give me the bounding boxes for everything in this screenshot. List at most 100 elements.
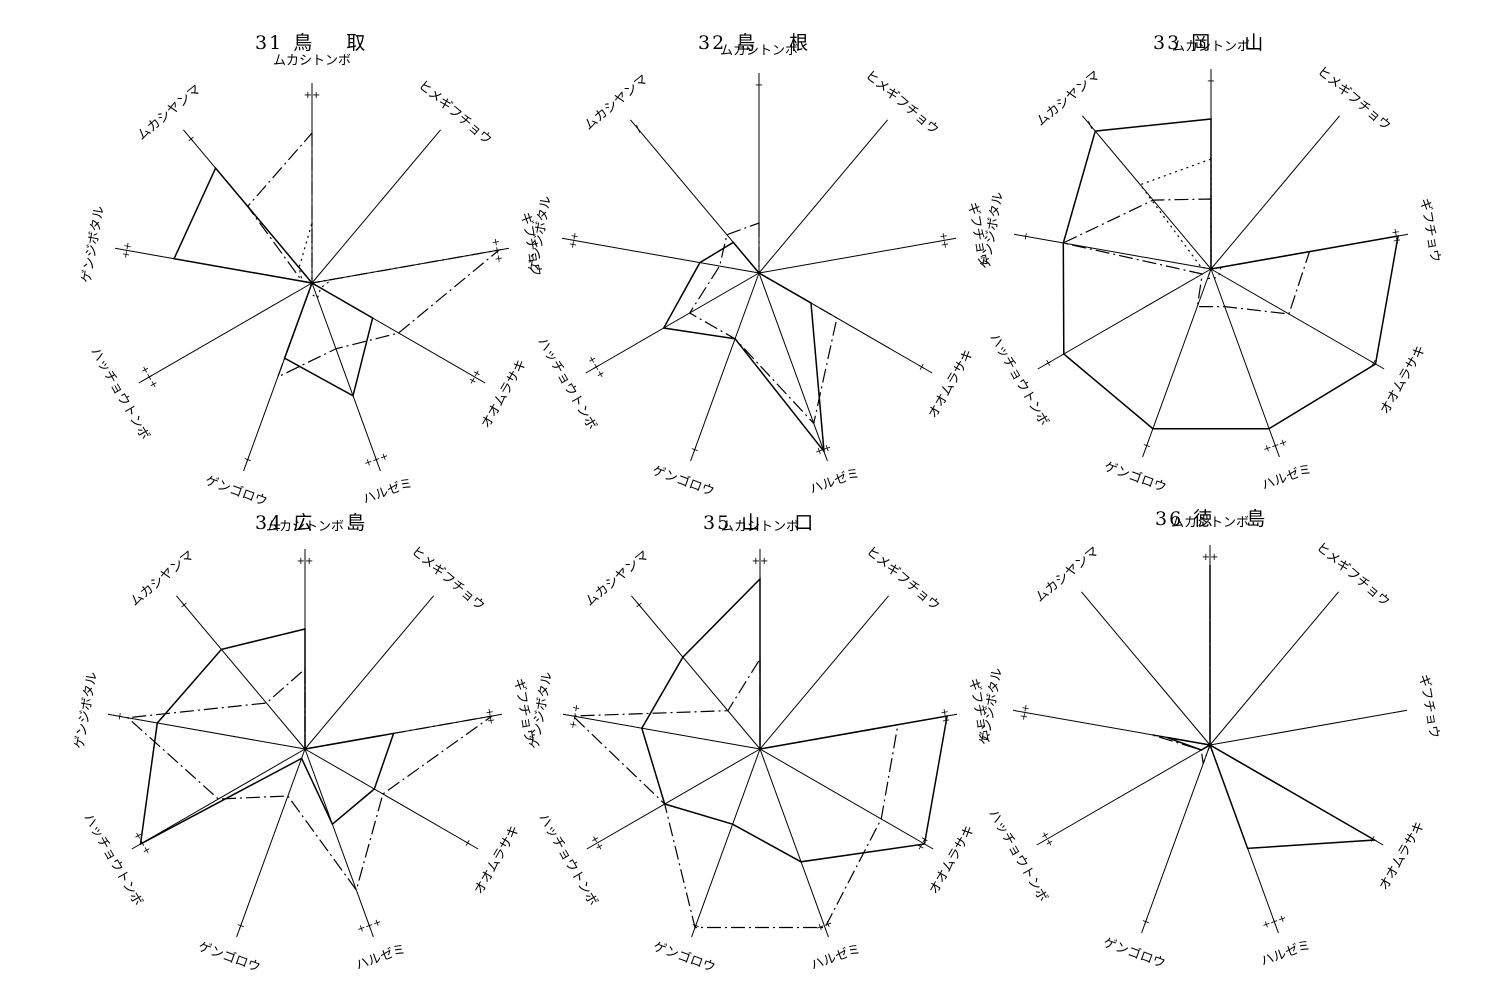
axis-label: ハッチョウトンボ (985, 807, 1050, 905)
axis-label: オオムラサキ (1378, 343, 1429, 417)
series-solid (640, 577, 949, 863)
axis-spoke (1037, 268, 1212, 370)
axis-spoke (304, 748, 374, 938)
axis-label: ギフチョウ (1417, 197, 1443, 264)
axis-label: ハッチョウトンボ (534, 335, 599, 433)
axis-spoke (1210, 268, 1280, 458)
axis-label: ムカシヤンマ (1033, 544, 1102, 606)
radar-panel-34: ムカシトンボ++ヒメギフチョウギフチョウ++オオムラサキ+ハルゼミ+++ゲンゴロ… (72, 520, 536, 976)
axis-label: ハッチョウトンボ (986, 331, 1051, 429)
axis-label: ゲンゴロウ (1102, 458, 1169, 495)
axis-spoke (138, 282, 313, 384)
axis-spoke (759, 595, 889, 750)
axis-mark: ++ (297, 556, 314, 567)
series-solid (173, 166, 374, 397)
axis-spoke (1013, 233, 1212, 270)
axis-label: ヒメギフチョウ (862, 68, 941, 138)
axis-spoke (1209, 709, 1408, 746)
axis-mark: / (634, 124, 644, 135)
axis-mark: +++ (1261, 913, 1288, 932)
axis-mark: + (235, 920, 247, 933)
axis-spoke (311, 282, 381, 472)
axis-mark: + (1020, 231, 1032, 241)
axis-mark: +++ (356, 917, 383, 936)
axis-label: オオムラサキ (926, 347, 977, 421)
radar-panel-31: ムカシトンボ++ヒメギフチョウギフチョウ+++オオムラサキ++ハルゼミ+++ゲン… (79, 54, 543, 510)
axis-mark: + (1140, 916, 1152, 929)
axis-label: ヒメギフチョウ (1314, 64, 1393, 134)
axis-spoke (758, 237, 957, 274)
axis-spoke (759, 748, 829, 938)
axis-spoke (176, 595, 306, 750)
axis-mark: + (915, 361, 929, 374)
panel-number: 31 (255, 32, 284, 54)
axis-mark: + (690, 920, 702, 933)
axis-label: ヒメギフチョウ (415, 78, 494, 148)
axis-label: ムカシヤンマ (1034, 68, 1103, 130)
axis-spoke (1142, 268, 1212, 458)
panel-number: 34 (255, 512, 284, 534)
axis-mark: ++ (914, 833, 932, 853)
axis-spoke (631, 595, 761, 750)
series-solid (662, 241, 825, 454)
series-dashdot (571, 656, 899, 929)
radar-panel-32: ムカシトンボ+ヒメギフチョウギフチョウ++オオムラサキ+ハルゼミ++ゲンゴロウ+… (526, 44, 990, 500)
axis-spoke (304, 748, 479, 850)
axis-label: ヒメギフチョウ (863, 544, 942, 614)
axis-mark: + (755, 80, 763, 91)
axis-label: ハッチョウトンボ (80, 811, 145, 909)
axis-mark: ++ (121, 241, 135, 259)
panel-prefecture: 鳥 取 (293, 32, 380, 54)
series-solid (1062, 118, 1400, 430)
axis-spoke (236, 748, 306, 938)
axis-mark: + (1041, 357, 1055, 370)
axis-label: ゲンジボタル (72, 671, 100, 750)
panel-number: 35 (703, 512, 732, 534)
axis-label: ハルゼミ (1259, 938, 1313, 970)
axis-label: ハルゼミ (809, 942, 863, 974)
radar-panel-35: ムカシトンボ++ヒメギフチョウギフチョウ++オオムラサキ++ハルゼミ++ゲンゴロ… (527, 520, 991, 976)
axis-mark: ++ (304, 90, 321, 101)
axis-label: ハルゼミ (1260, 462, 1314, 494)
axis-label: ギフチョウ (1416, 673, 1442, 740)
axis-mark: ++ (752, 556, 769, 567)
axis-label: ハッチョウトンボ (535, 811, 600, 909)
axis-spoke (131, 748, 306, 850)
axis-label: ゲンゴロウ (650, 462, 717, 499)
series-dashdot (246, 131, 502, 379)
axis-label: ハルゼミ (354, 942, 408, 974)
axis-label: ゲンゴロウ (203, 472, 270, 509)
axis-label: ムカシトンボ (273, 54, 351, 69)
panel-title: 31 鳥 取 (255, 28, 379, 55)
axis-mark: + (242, 454, 254, 467)
axis-mark: +++ (1262, 437, 1289, 456)
axis-spoke (107, 713, 306, 750)
axis-label: ゲンゴロウ (1101, 934, 1168, 971)
panel-number: 33 (1153, 32, 1182, 54)
axis-mark: ++ (568, 231, 582, 249)
axis-spoke (691, 748, 761, 938)
panel-number: 36 (1155, 508, 1184, 530)
axis-label: オオムラサキ (927, 823, 978, 897)
axis-label: ヒメギフチョウ (1313, 540, 1392, 610)
axis-label: オオムラサキ (1377, 819, 1428, 893)
axis-spoke (758, 119, 888, 274)
axis-mark: ++ (1038, 829, 1056, 849)
panel-prefecture: 広 島 (293, 512, 380, 534)
axis-spoke (759, 748, 934, 850)
axis-mark: ++ (1019, 703, 1033, 721)
axis-spoke (562, 713, 761, 750)
axis-label: ムカシヤンマ (582, 72, 651, 134)
series-dotted (1139, 158, 1222, 279)
axis-mark: ++ (588, 833, 606, 853)
panel-number: 32 (698, 32, 727, 54)
series-dotted (298, 222, 333, 299)
axis-spoke (1081, 591, 1211, 746)
axis-label: ムカシトンボ (1171, 516, 1249, 531)
axis-spoke (1210, 268, 1385, 370)
axis-mark: + (461, 837, 475, 850)
